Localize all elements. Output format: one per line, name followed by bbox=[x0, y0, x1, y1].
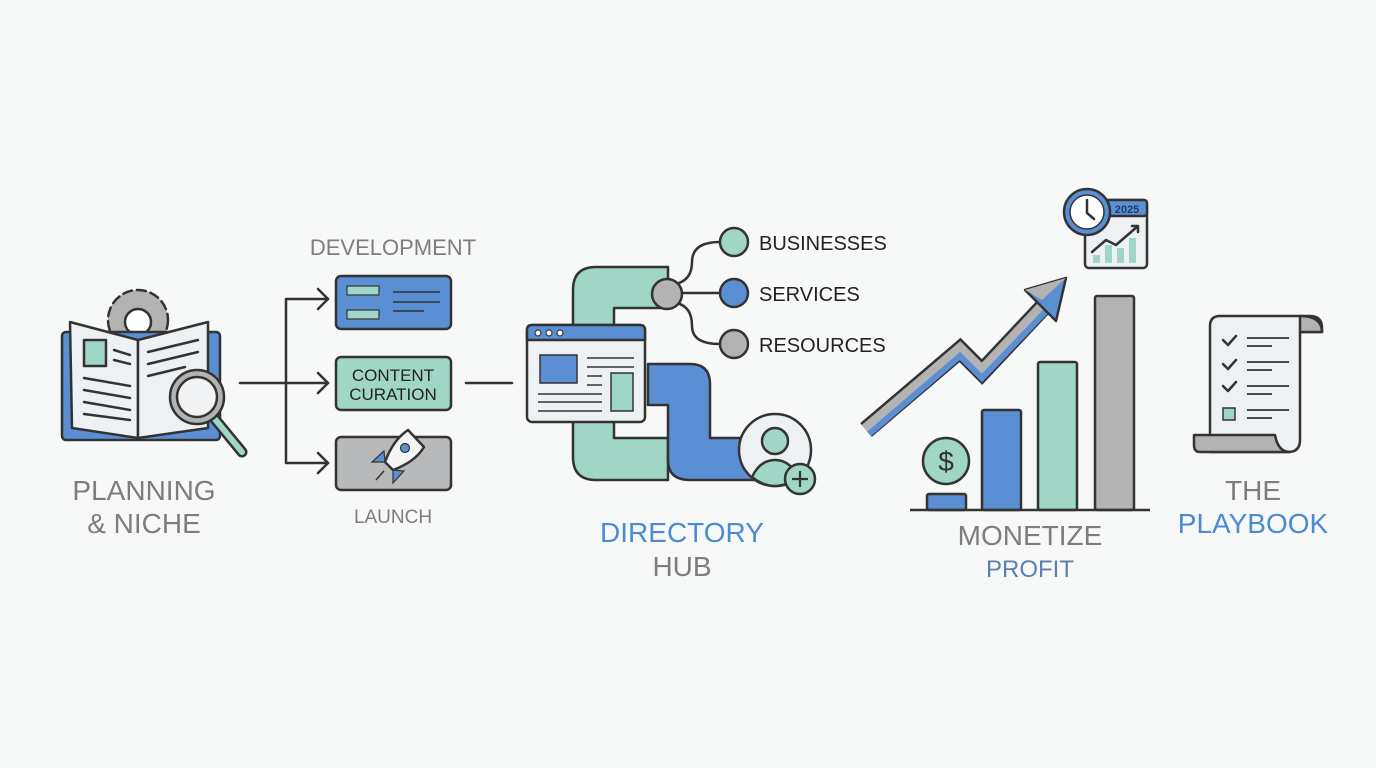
calendar-year: 2025 bbox=[1115, 204, 1139, 216]
teal-connector-shape bbox=[571, 265, 670, 482]
planning-title-line2: & NICHE bbox=[87, 508, 201, 539]
bar-4 bbox=[1093, 294, 1136, 512]
svg-text:$: $ bbox=[938, 446, 954, 477]
node-businesses-dot bbox=[718, 226, 750, 258]
monetize-title-line2: PROFIT bbox=[986, 556, 1074, 583]
planning-title-line1: PLANNING bbox=[72, 475, 215, 506]
playbook-title-line2: PLAYBOOK bbox=[1178, 508, 1329, 539]
directory-section: BUSINESSES SERVICES RESOURCES DIRECTORY … bbox=[525, 226, 887, 582]
monetize-title-line1: MONETIZE bbox=[958, 520, 1103, 551]
content-curation-line2: CURATION bbox=[349, 385, 437, 404]
playbook-section: THE PLAYBOOK bbox=[1178, 314, 1329, 539]
directory-title-line2: HUB bbox=[652, 551, 711, 582]
magnifier-icon bbox=[168, 368, 248, 458]
calendar-chart-icon: 2025 bbox=[1062, 187, 1149, 270]
content-curation-line1: CONTENT bbox=[352, 366, 434, 385]
browser-window-icon bbox=[525, 323, 647, 424]
node-resources-label: RESOURCES bbox=[759, 335, 886, 357]
checklist-scroll-icon bbox=[1192, 314, 1324, 454]
development-title: DEVELOPMENT bbox=[310, 235, 476, 260]
content-curation-card: CONTENT CURATION bbox=[334, 355, 453, 412]
rocket-icon bbox=[370, 428, 426, 485]
node-businesses-label: BUSINESSES bbox=[759, 233, 887, 255]
launch-label: LAUNCH bbox=[354, 507, 432, 528]
hub-node bbox=[650, 277, 684, 311]
launch-card bbox=[334, 428, 453, 492]
add-user-icon bbox=[737, 412, 817, 496]
development-section: DEVELOPMENT CONTENT CURATION LAUNCH bbox=[310, 235, 476, 528]
node-services-dot bbox=[718, 277, 750, 309]
monetize-section: $ 2025 MONETIZE PROFIT bbox=[860, 187, 1150, 583]
directory-title-line1: DIRECTORY bbox=[600, 517, 764, 548]
playbook-title-line1: THE bbox=[1225, 475, 1281, 506]
bar-1 bbox=[925, 492, 968, 512]
dollar-coin-icon: $ bbox=[921, 436, 971, 486]
planning-section: PLANNING & NICHE bbox=[60, 288, 248, 539]
node-resources-dot bbox=[718, 328, 750, 360]
branch-arrows bbox=[238, 287, 514, 475]
revenue-bars bbox=[910, 294, 1150, 512]
clock-icon bbox=[1062, 187, 1112, 237]
bar-2 bbox=[980, 408, 1023, 512]
development-card bbox=[334, 274, 453, 331]
bar-3 bbox=[1036, 360, 1079, 512]
growth-arrow-icon bbox=[860, 276, 1068, 437]
node-services-label: SERVICES bbox=[759, 284, 860, 306]
